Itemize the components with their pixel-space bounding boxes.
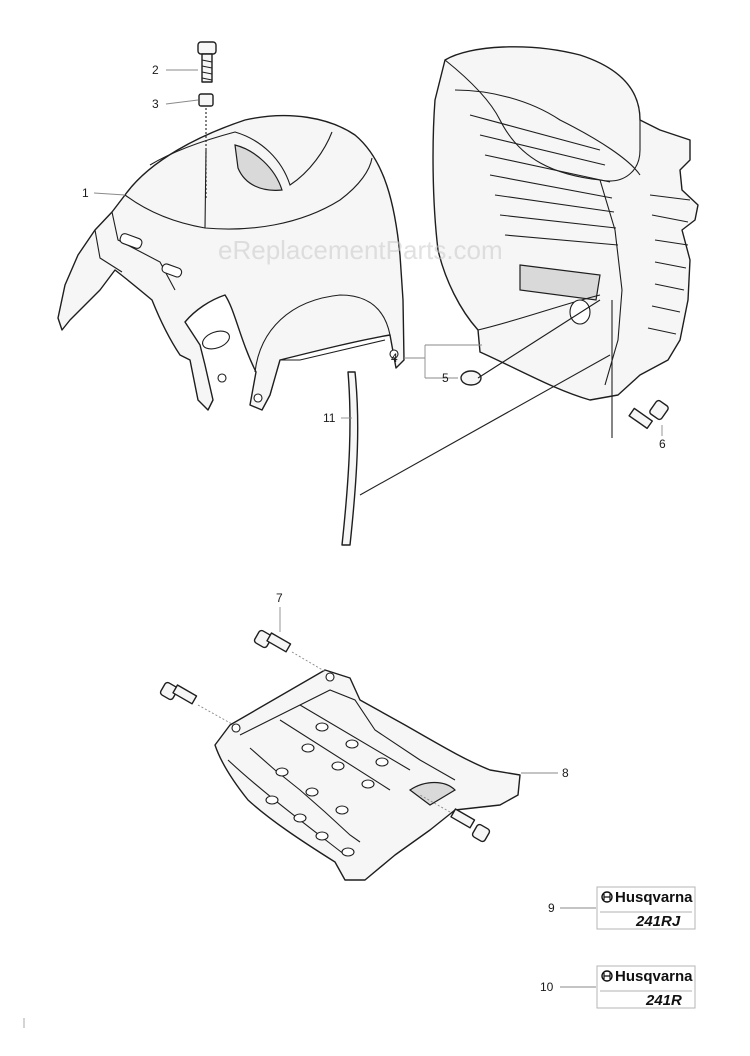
screw-part-6[interactable] <box>628 399 669 430</box>
callout-8: 8 <box>562 766 569 780</box>
watermark: eReplacementParts.com <box>218 235 503 265</box>
callout-3: 3 <box>152 97 159 111</box>
decal-model: 241R <box>645 992 682 1009</box>
spacer-part-3[interactable] <box>198 93 214 200</box>
screw-part-2[interactable] <box>197 41 217 83</box>
screw-part-7a[interactable] <box>253 629 327 673</box>
callout-4: 4 <box>391 351 398 365</box>
skid-plate-holes <box>265 722 389 857</box>
skid-plate-part[interactable] <box>214 669 521 881</box>
callout-1: 1 <box>82 186 89 200</box>
callout-2: 2 <box>152 63 159 77</box>
callout-labels: 1 2 3 4 5 6 7 8 9 10 11 <box>82 63 666 994</box>
decal-brand: Husqvarna <box>615 968 693 985</box>
callout-9: 9 <box>548 901 555 915</box>
leader-lines <box>93 69 663 988</box>
husqvarna-logo-icon <box>601 891 613 903</box>
callout-6: 6 <box>659 437 666 451</box>
husqvarna-logo-icon <box>601 970 613 982</box>
screw-part-7c[interactable] <box>419 794 491 843</box>
decal-model: 241RJ <box>635 913 681 930</box>
callout-10: 10 <box>540 980 554 994</box>
grommet-part-5[interactable] <box>460 299 601 386</box>
cylinder-cover-part[interactable] <box>57 114 405 411</box>
hose-part-11[interactable] <box>341 354 611 546</box>
decal-241rj[interactable]: Husqvarna 241RJ <box>596 886 696 930</box>
callout-7: 7 <box>276 591 283 605</box>
callout-5: 5 <box>442 371 449 385</box>
screw-part-7b[interactable] <box>159 681 233 725</box>
decal-brand: Husqvarna <box>615 889 693 906</box>
callout-11: 11 <box>323 411 336 425</box>
decal-241r[interactable]: Husqvarna 241R <box>596 965 696 1009</box>
shroud-part[interactable] <box>432 46 699 438</box>
